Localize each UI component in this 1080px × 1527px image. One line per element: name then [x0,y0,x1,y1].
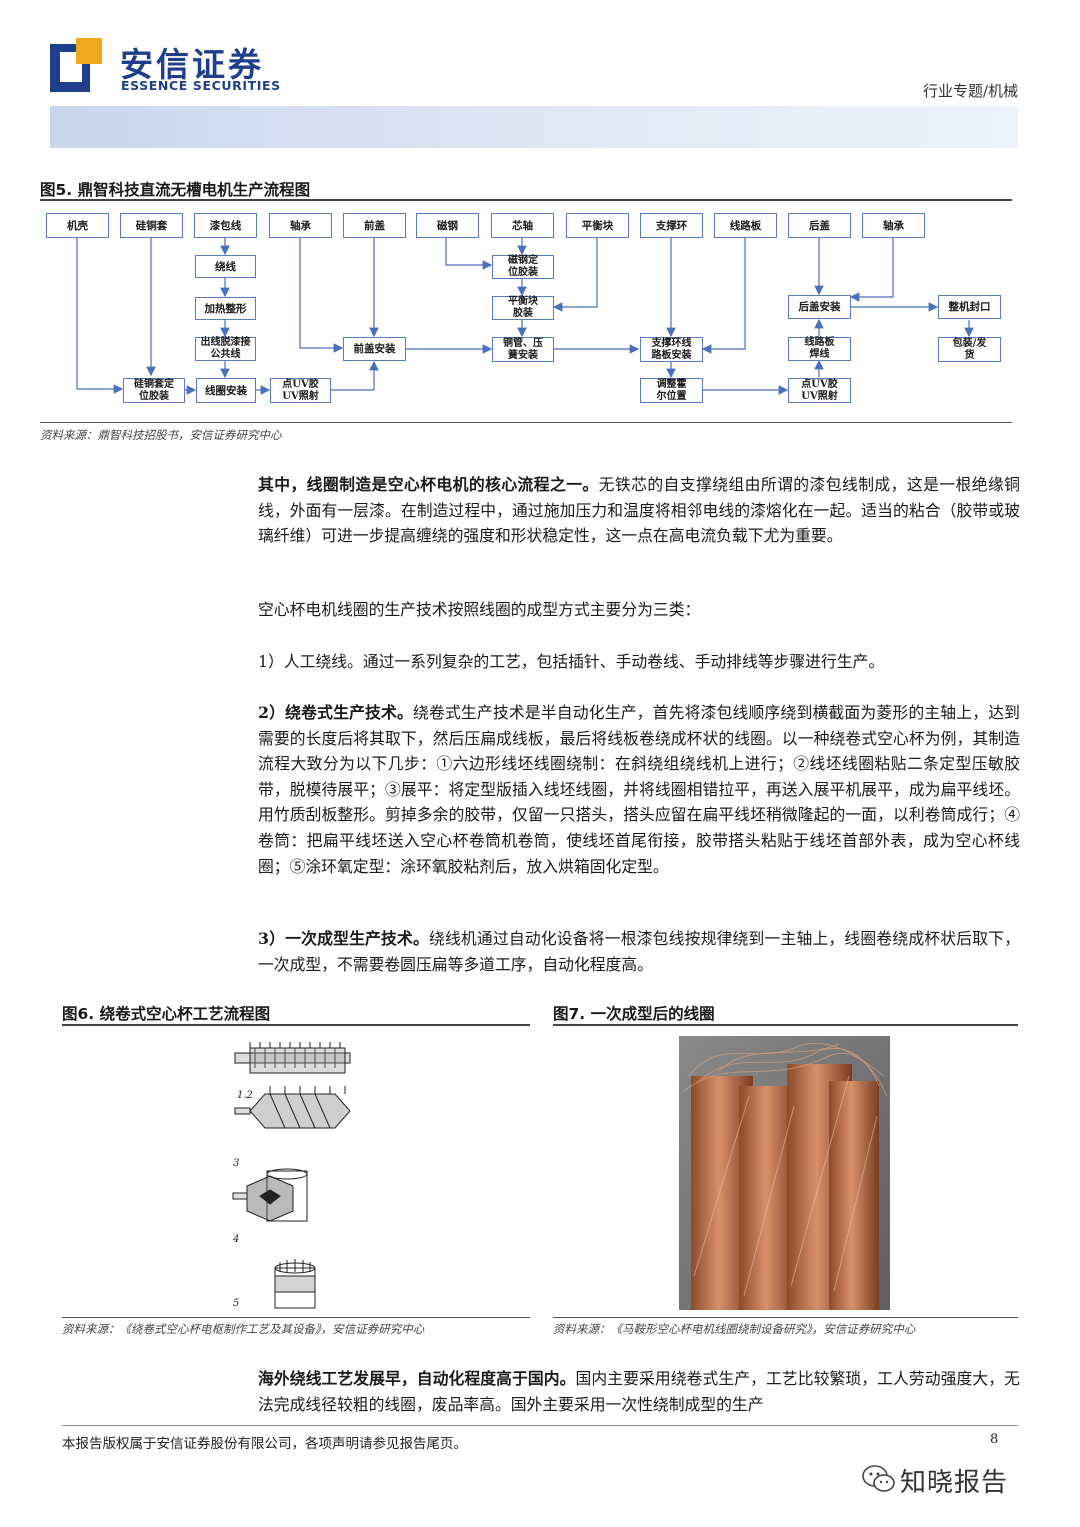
footer-rule [62,1425,1018,1426]
node-raoxian: 绕线 [195,255,256,278]
node-tongguan-yahuang: 铜管、压簧安装 [492,337,554,362]
figure6-bottom-rule [62,1317,530,1318]
node-jike: 机壳 [46,213,109,238]
watermark-text: 知晓报告 [900,1468,1009,1498]
paragraph-4: 2）绕卷式生产技术。绕卷式生产技术是半自动化生产，首先将漆包线顺序绕到横截面为菱… [258,700,1020,879]
figure7-bottom-rule [553,1317,1018,1318]
node-pinghengkuai: 平衡块 [566,213,629,238]
node-zhoucheng-2: 轴承 [862,213,925,238]
figure5-source: 资料来源：鼎智科技招股书，安信证券研究中心 [40,428,282,442]
report-category: 行业专题/机械 [922,82,1018,100]
paragraph-4-body: 绕卷式生产技术是半自动化生产，首先将漆包线顺序绕到横截面为菱形的主轴上，达到需要… [258,703,1020,876]
paragraph-6: 海外绕线工艺发展早，自动化程度高于国内。国内主要采用绕卷式生产，工艺比较繁琐，工… [258,1366,1020,1417]
figure5-connectors [76,238,974,395]
figure5-top-rule [40,199,1012,201]
figure5-flowchart: 机壳 硅铜套 漆包线 轴承 前盖 磁钢 芯轴 平衡块 支撑环 线路板 后盖 轴承… [40,208,1020,418]
node-citong: 磁钢 [416,213,479,238]
page-number: 8 [990,1432,999,1447]
node-hougai: 后盖 [788,213,851,238]
paragraph-6-lead: 海外绕线工艺发展早，自动化程度高于国内。 [258,1369,576,1388]
paragraph-1: 其中，线圈制造是空心杯电机的核心流程之一。无铁芯的自支撑绕组由所谓的漆包线制成，… [258,472,1020,549]
node-xinzhou: 芯轴 [491,213,554,238]
node-dian-uv-1: 点UV胶UV照射 [270,378,331,403]
node-qiangai: 前盖 [343,213,406,238]
node-chuxian: 出线脱漆接公共线 [195,337,256,361]
paragraph-1-body: 无铁芯的自支撑绕组由所谓的漆包线制成，这是一根绝缘铜线，外面有一层漆。在制造过程… [258,475,1020,546]
node-xianluban-hanxian: 线路板焊线 [788,337,851,361]
figure6-process-illustration: 1.2 3 4 5 [232,1042,351,1309]
node-citong-dingwei: 磁钢定位胶装 [492,255,554,279]
figure6-top-rule [62,1024,530,1026]
node-xianquan-anzhuang: 线圈安装 [196,378,256,403]
paragraph-4-lead: 2）绕卷式生产技术。 [258,703,413,722]
figure6-step-5-label: 5 [233,1298,239,1309]
figure7-coil-photo [679,1036,890,1310]
company-name-cn: 安信证券 [120,45,264,84]
node-zhengji-fengkou: 整机封口 [938,295,1001,319]
paragraph-2: 空心杯电机线圈的生产技术按照线圈的成型方式主要分为三类： [258,600,701,619]
node-qibaoxian: 漆包线 [194,213,257,238]
company-name-en: ESSENCE SECURITIES [121,78,281,93]
figure7-top-rule [553,1024,1018,1026]
company-logo-icon [50,38,102,92]
header-band [50,106,1018,148]
node-xianluban: 线路板 [714,213,777,238]
node-baozhuang-fahuo: 包装/发货 [938,337,1001,362]
figure6-step-1-2-label: 1.2 [237,1090,253,1101]
figure7-title: 图7. 一次成型后的线圈 [553,1005,715,1023]
node-guitongtao: 硅铜套 [120,213,183,238]
node-hougai-anzhuang: 后盖安装 [788,295,851,319]
wechat-icon [862,1465,895,1492]
paragraph-5-body: 绕线机通过自动化设备将一根漆包线按规律绕到一主轴上，线圈卷绕成杯状后取下，一次成… [258,929,1020,974]
node-jiare: 加热整形 [195,297,256,320]
figure5-bottom-rule [40,422,1012,423]
node-dian-uv-2: 点UV胶UV照射 [788,378,851,403]
node-guitong-dingwei: 硅铜套定位胶装 [123,378,185,403]
figure7-source: 资料来源：《马鞍形空心杯电机线圈绕制设备研究》，安信证券研究中心 [553,1322,916,1336]
node-zhichenghuan: 支撑环 [640,213,703,238]
paragraph-1-lead: 其中，线圈制造是空心杯电机的核心流程之一。 [258,475,599,494]
paragraph-6-body: 国内主要采用绕卷式生产，工艺比较繁琐，工人劳动强度大，无法完成线径较粗的线圈，废… [258,1369,1020,1414]
figure6-title: 图6. 绕卷式空心杯工艺流程图 [62,1005,271,1023]
node-tiaozheng-huoer: 调整霍尔位置 [640,378,703,403]
footer-copyright: 本报告版权属于安信证券股份有限公司，各项声明请参见报告尾页。 [62,1436,467,1452]
node-zhichenghuan-xianluban: 支撑环线路板安装 [640,337,703,362]
figure5-title: 图5. 鼎智科技直流无槽电机生产流程图 [40,181,311,199]
figure6-step-4-label: 4 [232,1234,239,1245]
paragraph-5: 3）一次成型生产技术。绕线机通过自动化设备将一根漆包线按规律绕到一主轴上，线圈卷… [258,926,1020,977]
figure6-source: 资料来源：《绕卷式空心杯电枢制作工艺及其设备》，安信证券研究中心 [62,1322,425,1336]
figure6-step-3-label: 3 [233,1158,239,1169]
node-pinghengkuai-jiaozhuang: 平衡块胶装 [492,296,554,320]
node-qiangai-anzhuang: 前盖安装 [343,337,406,361]
node-zhoucheng-1: 轴承 [269,213,332,238]
paragraph-5-lead: 3）一次成型生产技术。 [258,929,429,948]
paragraph-3: 1）人工绕线。通过一系列复杂的工艺，包括插针、手动卷线、手动排线等步骤进行生产。 [258,652,885,671]
